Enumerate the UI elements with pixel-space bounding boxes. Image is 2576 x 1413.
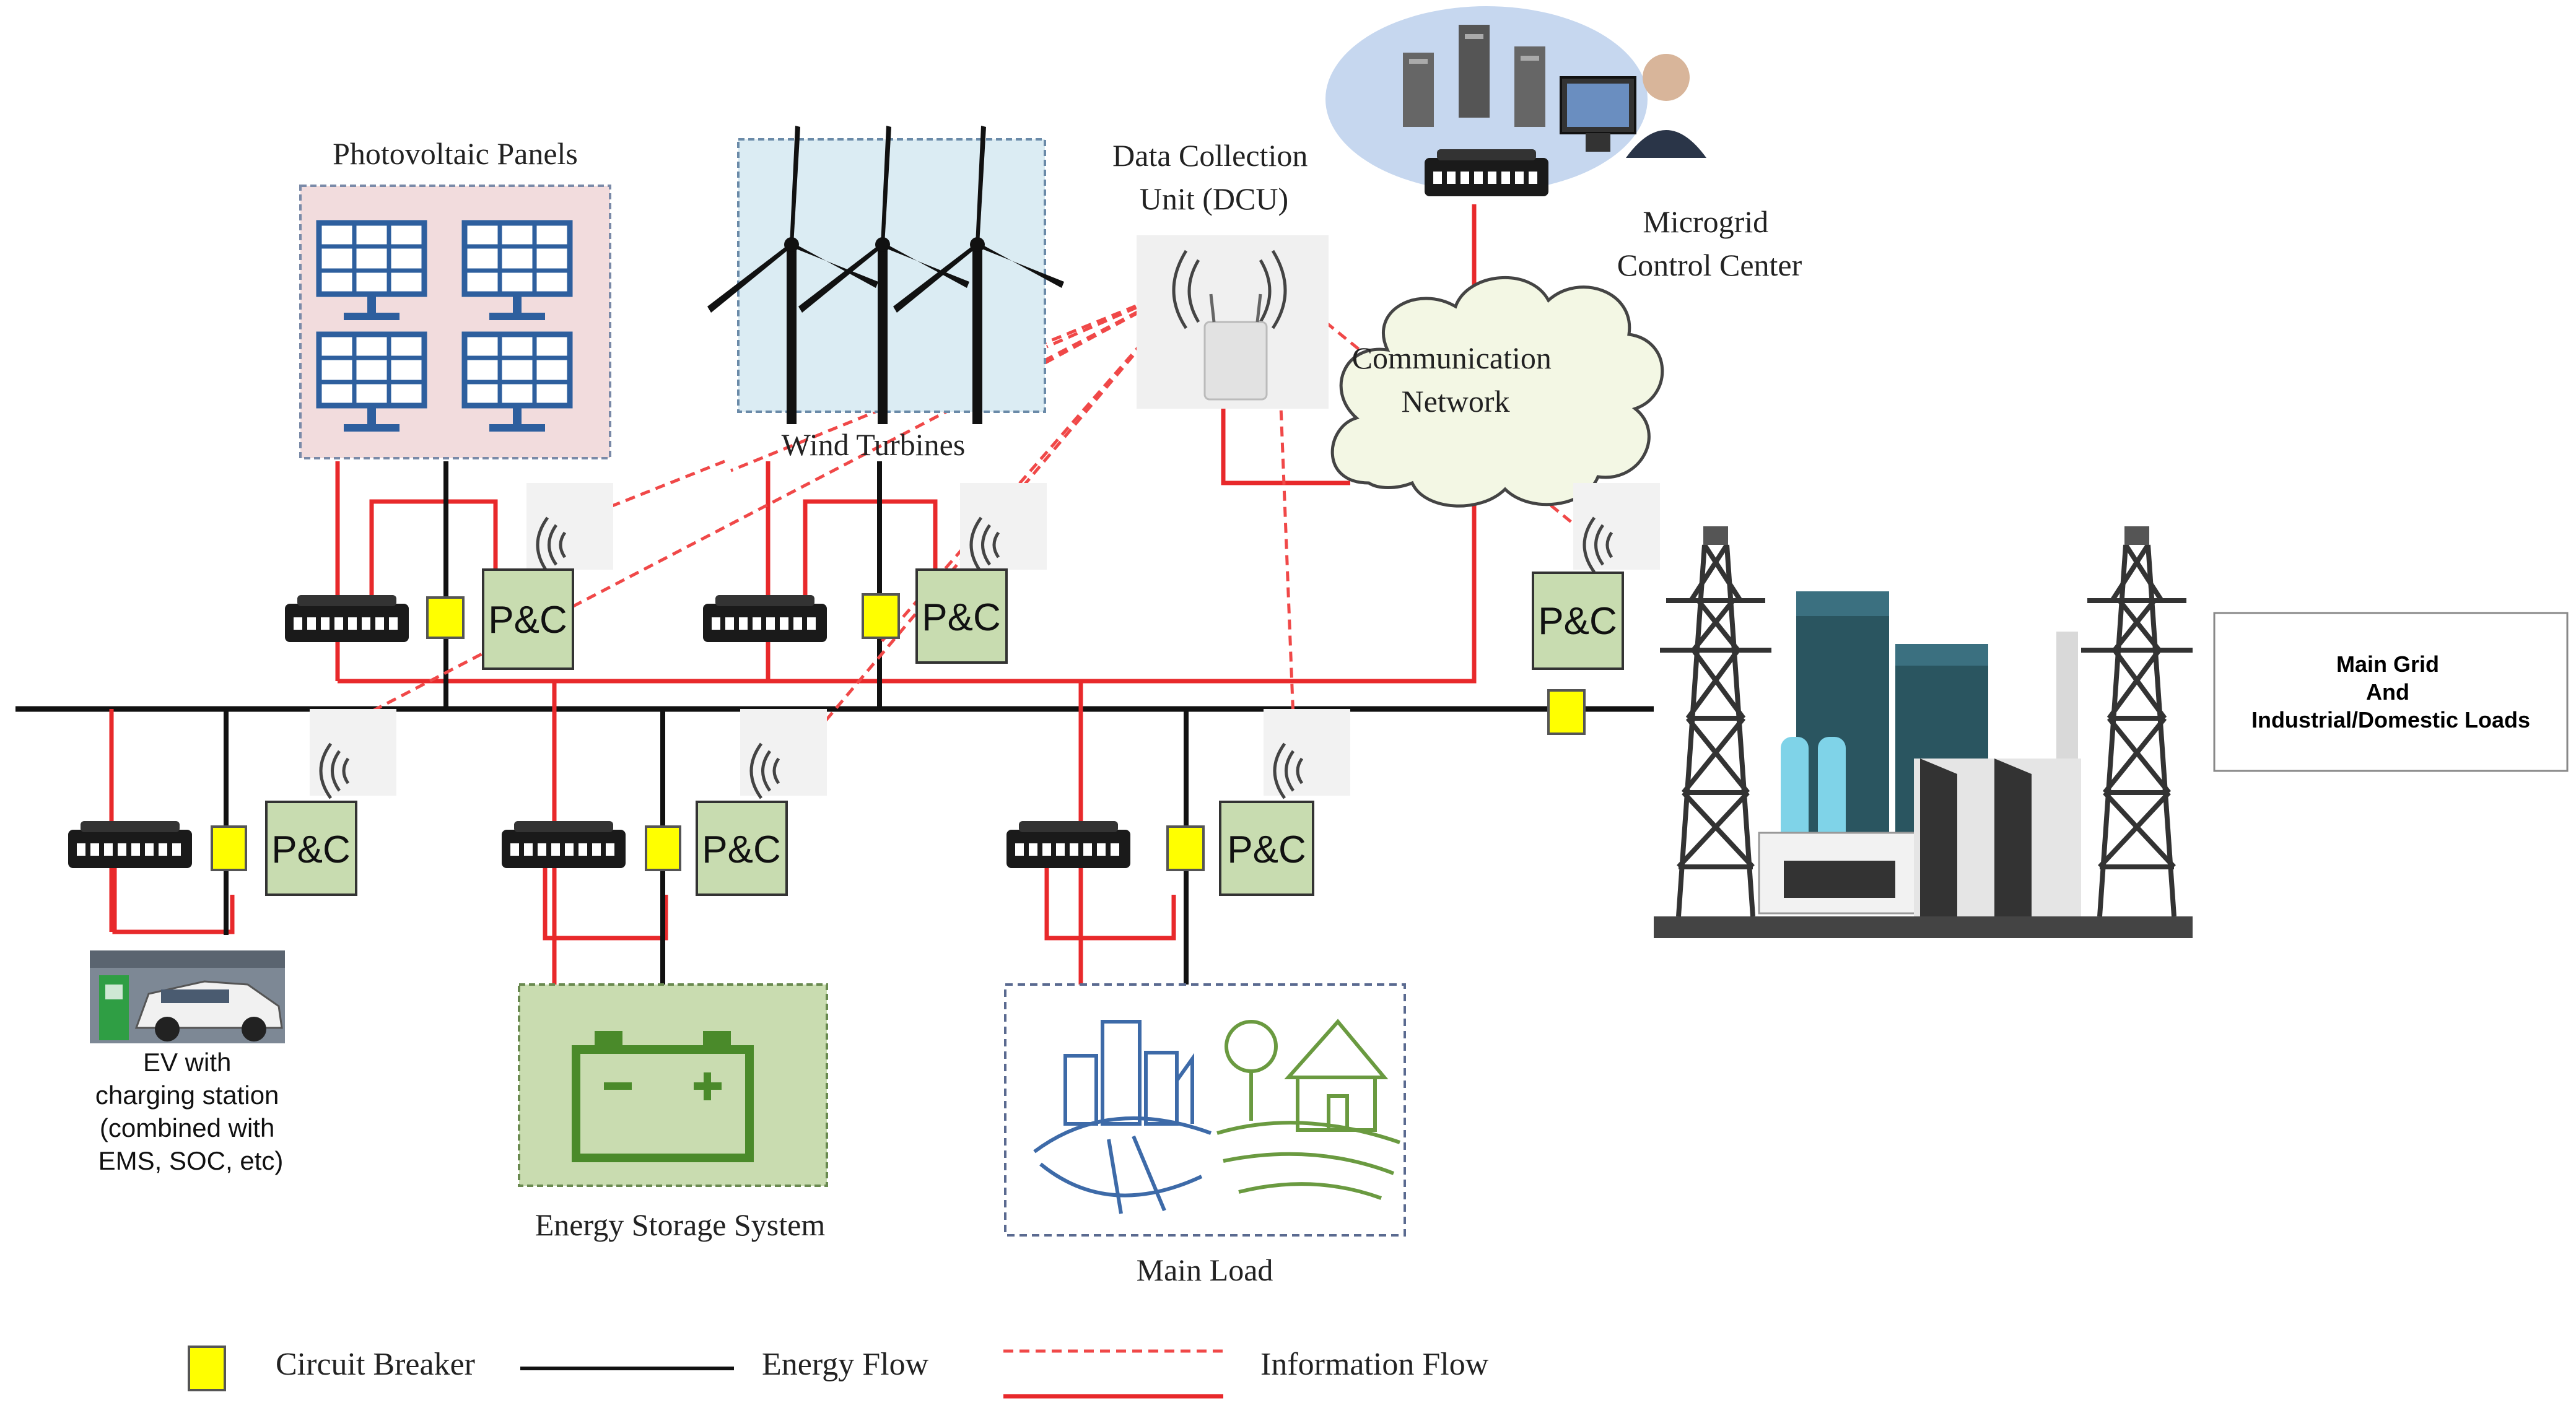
pv-label: Photovoltaic Panels	[333, 136, 578, 171]
dcu-label: Data Collection Unit (DCU)	[1112, 138, 1316, 216]
svg-text:P&C: P&C	[271, 828, 350, 871]
legend-breaker-swatch	[188, 1346, 226, 1391]
main-grid-illustration	[1654, 526, 2193, 938]
legend-energy-label: Energy Flow	[762, 1347, 929, 1382]
server-icon	[1403, 25, 1545, 127]
pc-unit: P&C	[915, 568, 1008, 664]
storage-box	[518, 983, 828, 1187]
svg-text:P&C: P&C	[702, 828, 780, 871]
svg-text:P&C: P&C	[922, 596, 1000, 639]
comm-network-label: Communication Network	[1352, 341, 1560, 419]
dcu-device	[1137, 235, 1329, 409]
legend-breaker-label: Circuit Breaker	[276, 1347, 475, 1382]
pc-unit: P&C	[1219, 801, 1314, 896]
control-center-label: Microgrid Control Center	[1617, 204, 1802, 282]
main-load-box	[1004, 983, 1406, 1237]
operator-icon	[1560, 54, 1706, 158]
wind-box	[737, 138, 1046, 413]
svg-text:P&C: P&C	[488, 599, 567, 641]
legend-info-label: Information Flow	[1260, 1347, 1489, 1382]
pc-unit: P&C	[265, 801, 357, 896]
pc-unit: P&C	[1532, 572, 1624, 670]
wind-label: Wind Turbines	[782, 427, 966, 462]
main-grid-label: Main Grid And Industrial/Domestic Loads	[2251, 651, 2530, 733]
pc-unit: P&C	[482, 568, 574, 670]
circuit-breaker	[211, 593, 1586, 871]
svg-text:P&C: P&C	[1227, 828, 1306, 871]
control-center-switch	[1425, 149, 1548, 196]
storage-label: Energy Storage System	[535, 1207, 826, 1242]
main-load-label: Main Load	[1137, 1253, 1273, 1287]
pc-unit: P&C	[696, 801, 788, 896]
city-icon	[1033, 1020, 1212, 1214]
svg-text:P&C: P&C	[1538, 600, 1617, 643]
main-grid-box	[2213, 612, 2569, 772]
ev-label: EV with charging station (combined with …	[95, 1048, 286, 1175]
house-icon	[1216, 1019, 1400, 1200]
legend: Circuit Breaker Energy Flow Information …	[188, 1346, 1489, 1399]
network-cloud-icon	[1330, 276, 1664, 508]
ev-station-photo	[90, 950, 285, 1043]
battery-icon	[572, 1031, 754, 1162]
